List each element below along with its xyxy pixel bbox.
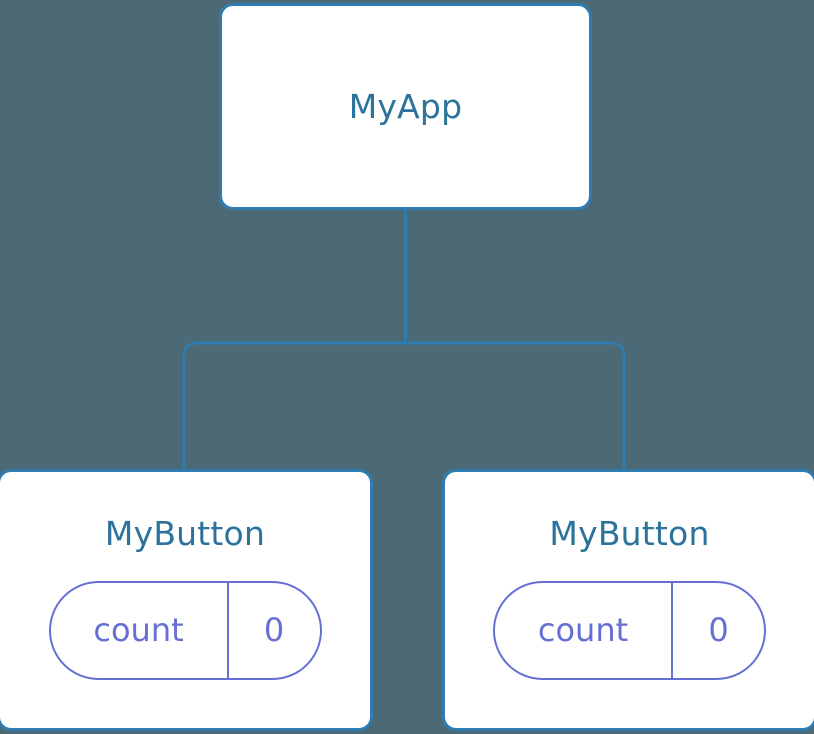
connector-branch-left [182, 341, 406, 471]
state-pill[interactable]: count 0 [493, 581, 766, 680]
state-pill-value: 0 [226, 583, 320, 678]
state-pill-value: 0 [671, 583, 764, 678]
node-title: MyButton [104, 514, 266, 553]
node-title: MyApp [348, 87, 463, 126]
tree-node-child-1[interactable]: MyButton count 0 [442, 469, 814, 731]
state-pill-key: count [537, 610, 629, 649]
state-pill-key: count [93, 610, 184, 649]
tree-node-root[interactable]: MyApp [219, 3, 592, 210]
state-pill[interactable]: count 0 [48, 581, 322, 680]
connector-branch-right [405, 341, 626, 471]
tree-node-child-0[interactable]: MyButton count 0 [0, 469, 373, 731]
node-title: MyButton [549, 514, 710, 553]
